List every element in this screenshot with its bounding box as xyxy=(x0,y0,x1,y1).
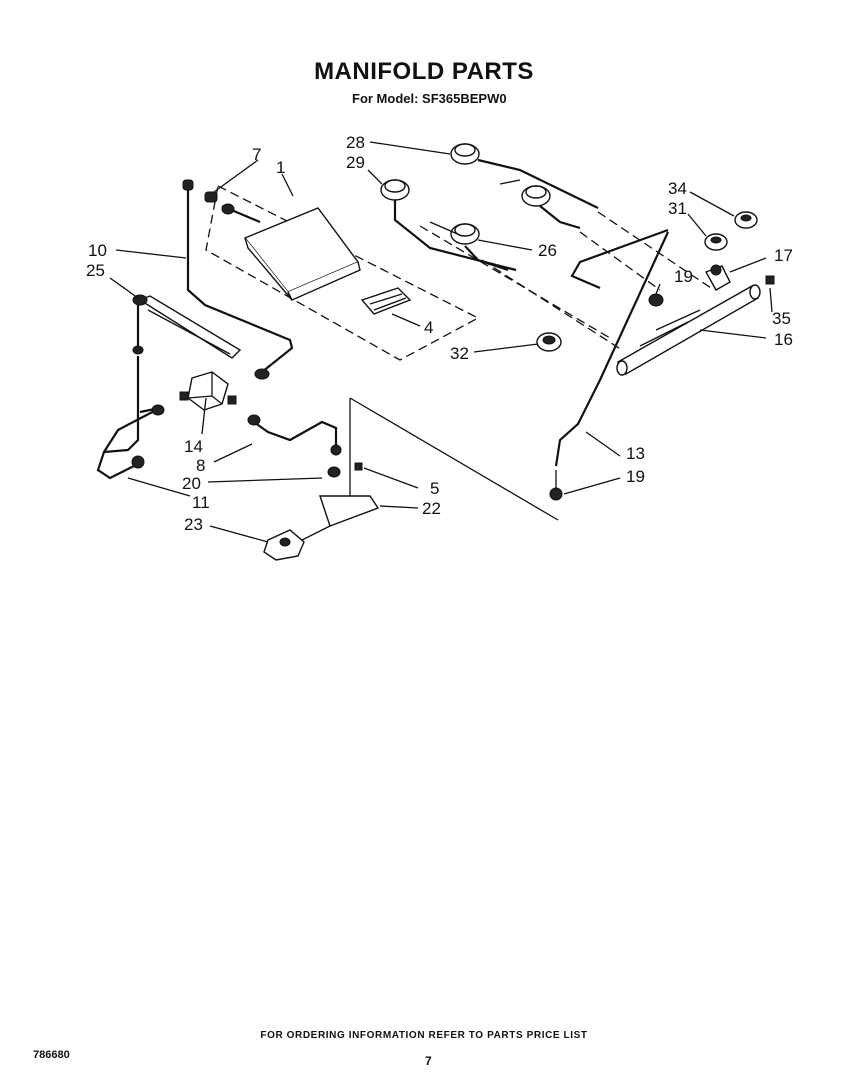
callout-7: 7 xyxy=(252,145,261,164)
manifold-pipe xyxy=(616,284,761,376)
callout-26: 26 xyxy=(538,241,557,260)
broil-supply-tube xyxy=(96,356,161,480)
page-title: MANIFOLD PARTS xyxy=(314,58,534,85)
callout-22: 22 xyxy=(422,499,441,518)
callout-1: 1 xyxy=(276,158,285,177)
surface-burners xyxy=(380,143,599,272)
callout-32: 32 xyxy=(450,344,469,363)
callout-28: 28 xyxy=(346,133,365,152)
callout-10: 10 xyxy=(88,241,107,260)
callout-14: 14 xyxy=(184,437,203,456)
broil-burner xyxy=(132,294,242,359)
callout-20: 20 xyxy=(182,474,201,493)
callout-19-lower: 19 xyxy=(626,467,645,486)
valve-tube xyxy=(247,417,338,450)
callout-17: 17 xyxy=(774,246,793,265)
fitting-upper xyxy=(648,293,664,307)
regulator-assembly xyxy=(263,462,380,561)
oven-supply-tube xyxy=(186,190,294,373)
callout-25: 25 xyxy=(86,261,105,280)
callout-11: 11 xyxy=(192,493,210,512)
callout-13: 13 xyxy=(626,444,645,463)
leader-lines xyxy=(109,141,773,543)
callout-5: 5 xyxy=(430,479,439,498)
bracket-part xyxy=(360,287,412,315)
callout-23: 23 xyxy=(184,515,203,534)
document-number: 786680 xyxy=(33,1049,70,1061)
callout-29: 29 xyxy=(346,153,365,172)
callout-19-upper: 19 xyxy=(674,267,693,286)
model-subtitle: For Model: SF365BEPW0 xyxy=(352,91,507,106)
callout-16: 16 xyxy=(774,330,793,349)
callout-34: 34 xyxy=(668,179,687,198)
manifold-tee xyxy=(704,264,731,291)
callout-8: 8 xyxy=(196,456,205,475)
ordering-note: FOR ORDERING INFORMATION REFER TO PARTS … xyxy=(260,1030,588,1041)
oven-gas-tube xyxy=(554,228,669,467)
callout-35: 35 xyxy=(772,309,791,328)
callout-4: 4 xyxy=(424,318,433,337)
safety-valve xyxy=(179,371,237,411)
callout-31: 31 xyxy=(668,199,687,218)
manifold-dash-lines xyxy=(419,211,715,351)
orifice-part xyxy=(182,179,218,203)
burner-knobs xyxy=(536,211,775,352)
page-number: 7 xyxy=(425,1054,432,1068)
oven-burner-assembly xyxy=(205,185,480,361)
manifold-guide-line xyxy=(349,397,559,521)
